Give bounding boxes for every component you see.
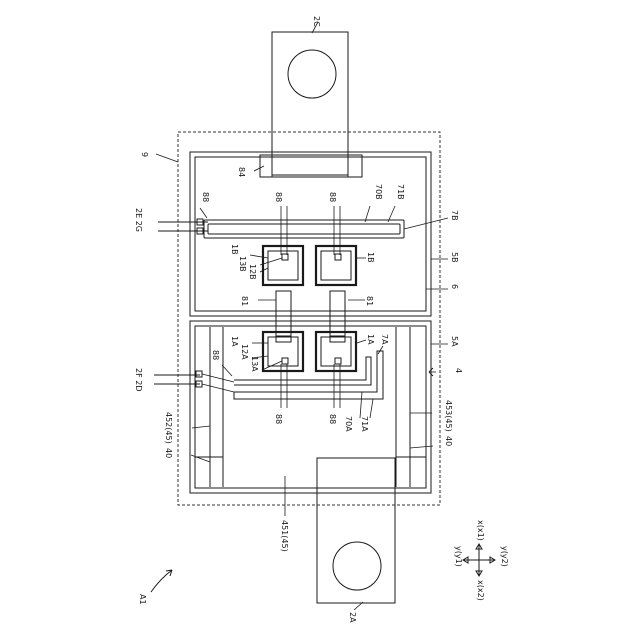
bottom-terminal-2a	[317, 458, 395, 603]
label-1a-left: 1A	[230, 336, 239, 347]
label-88-tl: 88	[201, 192, 210, 202]
label-13b: 13B	[238, 256, 247, 272]
label-1b-right: 1B	[366, 252, 375, 263]
axis-label-y-y2: y(y2)	[500, 546, 509, 567]
label-9: 9	[140, 152, 149, 157]
label-452: 452(45)	[164, 412, 173, 444]
label-451: 451(45)	[280, 520, 289, 552]
label-81-left: 81	[240, 296, 249, 306]
label-88-b2: 88	[328, 414, 337, 424]
label-81-right: 81	[365, 296, 374, 306]
label-2e-2g: 2E 2G	[134, 208, 143, 232]
axis-indicator	[463, 544, 495, 576]
label-71a: 71A	[360, 416, 369, 432]
label-5b: 5B	[450, 252, 459, 263]
label-453: 453(45)	[444, 400, 453, 432]
label-2c: 2C	[312, 16, 321, 27]
label-88-t2: 88	[328, 192, 337, 202]
chips-1a	[263, 332, 356, 371]
label-40-right: 40	[444, 436, 453, 446]
label-6: 6	[450, 284, 459, 289]
label-2a: 2A	[348, 612, 357, 623]
label-7b: 7B	[450, 210, 459, 221]
label-12a: 12A	[240, 344, 249, 360]
axis-label-x-x1: x(x1)	[476, 520, 485, 541]
label-1a-right: 1A	[366, 334, 375, 345]
label-70b: 70B	[374, 184, 383, 200]
label-88-ml: 88	[211, 350, 220, 360]
label-88-b1: 88	[274, 414, 283, 424]
labels: 2C 9 84 88 88 88 70B 71B 7B 2E 2G 1B 13B…	[134, 16, 509, 623]
label-4: 4	[454, 368, 463, 373]
label-70a: 70A	[344, 416, 353, 432]
axis-label-x-x2: x(x2)	[476, 580, 485, 601]
strip-453	[396, 327, 410, 487]
a1-arrow	[151, 570, 172, 592]
pad-84	[260, 155, 362, 177]
label-2f-2d: 2F 2D	[134, 368, 143, 391]
label-84: 84	[237, 167, 246, 177]
label-a1: A1	[138, 594, 147, 605]
axis-label-y-y1: y(y1)	[454, 546, 463, 567]
label-7a: 7A	[380, 334, 389, 345]
chips-1b	[263, 246, 356, 285]
label-40-left: 40	[164, 448, 173, 458]
label-13a: 13A	[250, 356, 259, 372]
label-88-t1: 88	[274, 192, 283, 202]
label-71b: 71B	[396, 184, 405, 200]
label-5a: 5A	[450, 336, 459, 347]
top-terminal-2c	[272, 32, 348, 175]
label-12b: 12B	[248, 264, 257, 280]
label-1b-left: 1B	[230, 244, 239, 255]
